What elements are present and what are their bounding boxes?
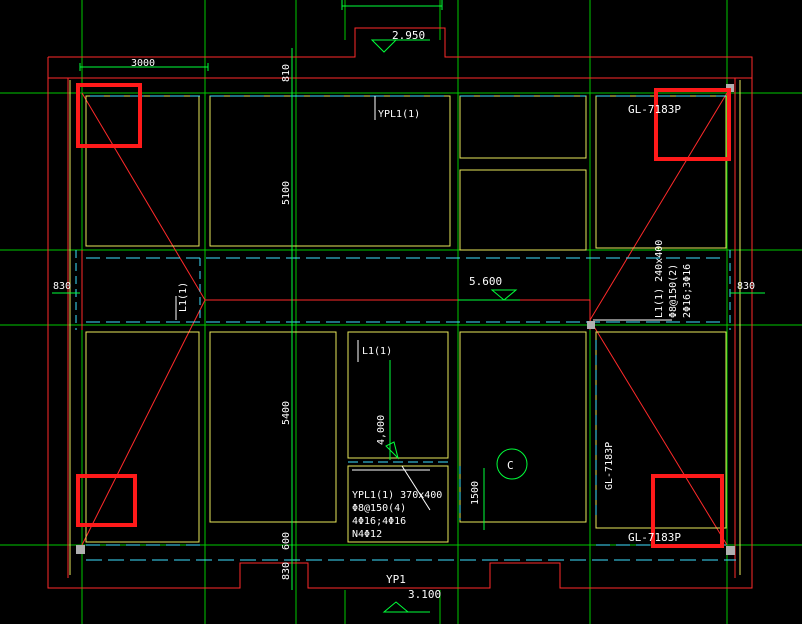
label-l1-note-line1: L1(1) 240x400 (654, 240, 665, 318)
label-gl-top-right: GL-7183P (628, 103, 681, 116)
diagonal-beams (81, 92, 728, 546)
label-ypl1-note-line1: YPL1(1) 370x400 (352, 490, 442, 501)
label-dim-top-3000: 3000 (131, 58, 155, 69)
label-dim-600: 600 (281, 532, 292, 550)
label-l1-left: L1(1) (178, 282, 189, 312)
label-circle-c: C (507, 459, 514, 472)
label-ypl1-top: YPL1(1) (378, 109, 420, 120)
label-gl-bottom-right: GL-7183P (628, 531, 681, 544)
label-elev-top: 2.950 (392, 29, 425, 42)
slab-outline (47, 27, 753, 589)
label-dim-830-bottom: 830 (281, 562, 292, 580)
label-dim-5100: 5100 (281, 181, 292, 205)
highlight-boxes (76, 83, 731, 548)
label-elev-mid: 5.600 (469, 275, 502, 288)
label-l1-note-line3: 2Φ16;3Φ16 (682, 264, 693, 318)
label-dim-5400: 5400 (281, 401, 292, 425)
label-l1-center: L1(1) (362, 346, 392, 357)
leaders (175, 96, 672, 511)
label-gl-right-vertical: GL-7183P (604, 442, 615, 490)
label-dim-830-left: 830 (53, 281, 71, 292)
dimension-lines (52, 0, 765, 613)
label-yp1-bottom: YP1 (386, 573, 406, 586)
cyan-openings (75, 95, 736, 561)
label-dim-830-right: 830 (737, 281, 755, 292)
highlight-box-bottom-left (76, 474, 137, 527)
label-dim-4000: 4,000 (376, 415, 387, 445)
label-ypl1-note-line4: N4Φ12 (352, 529, 382, 540)
label-elev-bottom: 3.100 (408, 588, 441, 601)
label-dim-1500: 1500 (470, 481, 481, 505)
highlight-box-top-right (654, 88, 731, 161)
label-l1-note-line2: Φ8@150(2) (668, 264, 679, 318)
label-dim-810: 810 (281, 64, 292, 82)
highlight-box-bottom-right (651, 474, 724, 548)
highlight-box-top-left (76, 83, 142, 148)
labels: 3000 2.950 810 5100 5400 600 830 830 830… (53, 29, 755, 601)
label-ypl1-note-line3: 4Φ16;4Φ16 (352, 516, 406, 527)
label-ypl1-note-line2: Φ8@150(4) (352, 503, 406, 514)
